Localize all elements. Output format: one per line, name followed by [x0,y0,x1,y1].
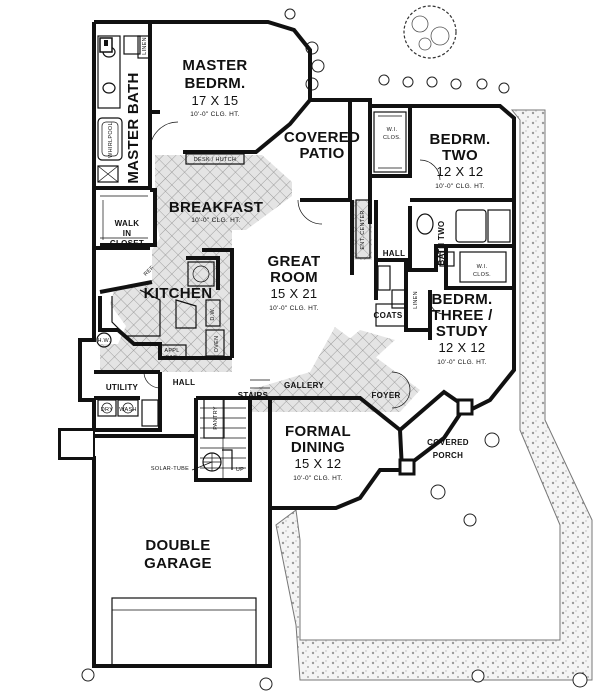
room-master-bedroom: MASTER BEDRM. 17 X 15 10'-0" CLG. HT. [182,57,247,118]
svg-text:IN: IN [123,229,132,238]
svg-text:12 X 12: 12 X 12 [439,340,486,355]
svg-text:APPL: APPL [164,348,179,354]
room-double-garage: DOUBLE GARAGE [144,537,212,572]
svg-text:CLOSET: CLOSET [110,239,144,248]
svg-text:COVERED: COVERED [427,438,469,447]
svg-text:W.I.: W.I. [387,127,398,133]
svg-text:CLOS.: CLOS. [473,272,491,278]
room-utility: UTILITY [106,383,139,392]
svg-text:THREE /: THREE / [431,307,493,324]
svg-text:15 X 21: 15 X 21 [271,286,318,301]
room-formal-dining: FORMAL DINING 15 X 12 10'-0" CLG. HT. [285,423,351,482]
svg-text:BEDRM.: BEDRM. [185,75,246,92]
room-bedroom-three: BEDRM. THREE / STUDY 12 X 12 10'-0" CLG.… [431,291,493,366]
room-covered-porch: COVERED PORCH [427,438,469,460]
svg-text:10'-0" CLG. HT.: 10'-0" CLG. HT. [191,217,241,224]
tile-floor [100,155,420,412]
room-master-bath: MASTER BATH [125,72,142,183]
svg-text:MASTER: MASTER [182,57,247,74]
landscaping [81,5,593,691]
room-bedroom-two: BEDRM. TWO 12 X 12 10'-0" CLG. HT. [430,131,491,190]
room-great-room: GREAT ROOM 15 X 21 10'-0" CLG. HT. [268,253,321,312]
room-linen-hall: LINEN [413,291,419,309]
room-solar-tube: SOLAR-TUBE [151,466,189,472]
room-ent-center: ENT. CENTER [360,210,366,249]
room-dw: D.W. [210,307,216,320]
svg-text:W.I.: W.I. [477,264,488,270]
svg-text:10'-0" CLG. HT.: 10'-0" CLG. HT. [437,359,487,366]
svg-text:COVERED: COVERED [284,129,360,146]
svg-text:BEDRM.: BEDRM. [432,291,493,308]
svg-text:CLOS.: CLOS. [383,135,401,141]
room-covered-patio: COVERED PATIO [284,129,360,162]
room-pantry: PANTRY [213,406,219,430]
room-wash: WASH [119,407,137,413]
room-gallery: GALLERY [284,381,324,390]
svg-text:PORCH: PORCH [433,451,463,460]
svg-text:GREAT: GREAT [268,253,321,270]
svg-text:WALK: WALK [115,219,140,228]
svg-text:10'-0" CLG. HT.: 10'-0" CLG. HT. [435,183,485,190]
room-oven: OVEN [214,336,220,353]
svg-text:PATIO: PATIO [299,145,344,162]
room-whirlpool: WHIRLPOOL [108,122,114,158]
fixtures [59,35,511,667]
room-linen-master: LINEN [142,37,148,55]
shrub-icon [81,8,588,691]
room-bath-two: BATH TWO [437,221,446,266]
svg-text:17 X 15: 17 X 15 [192,93,239,108]
room-up: UP [236,467,244,473]
svg-text:10'-0" CLG. HT.: 10'-0" CLG. HT. [190,111,240,118]
svg-text:FORMAL: FORMAL [285,423,351,440]
svg-text:TWO: TWO [442,147,478,164]
svg-text:DINING: DINING [291,439,345,456]
svg-text:10'-0" CLG. HT.: 10'-0" CLG. HT. [293,475,343,482]
room-hw: H.W. [97,338,110,344]
svg-text:ROOM: ROOM [270,269,318,286]
svg-text:15 X 12: 15 X 12 [295,456,342,471]
tree-icon [403,5,457,59]
room-wi-clos-two: W.I. CLOS. [383,127,401,141]
svg-text:CAB.: CAB. [165,355,179,361]
room-wi-clos-three: W.I. CLOS. [473,264,491,278]
room-walk-in-closet: WALK IN CLOSET [110,219,144,248]
room-hall-utility: HALL [173,378,196,387]
svg-text:BEDRM.: BEDRM. [430,131,491,148]
room-kitchen: KITCHEN [144,285,213,302]
svg-text:DOUBLE: DOUBLE [145,537,210,554]
room-desk-hutch: DESK / HUTCH [194,157,236,163]
svg-text:STUDY: STUDY [436,323,488,340]
room-foyer: FOYER [371,391,400,400]
room-dry: DRY [101,407,113,413]
room-coats: COATS [374,311,403,320]
room-stairs: STAIRS [238,391,269,400]
svg-text:GARAGE: GARAGE [144,555,212,572]
svg-text:12 X 12: 12 X 12 [437,164,484,179]
room-breakfast: BREAKFAST 10'-0" CLG. HT. [169,199,263,224]
room-appl-cab: APPL CAB. [164,348,179,361]
svg-text:BREAKFAST: BREAKFAST [169,199,263,216]
svg-text:10'-0" CLG. HT.: 10'-0" CLG. HT. [269,305,319,312]
room-hall-bedrooms: HALL [383,249,406,258]
